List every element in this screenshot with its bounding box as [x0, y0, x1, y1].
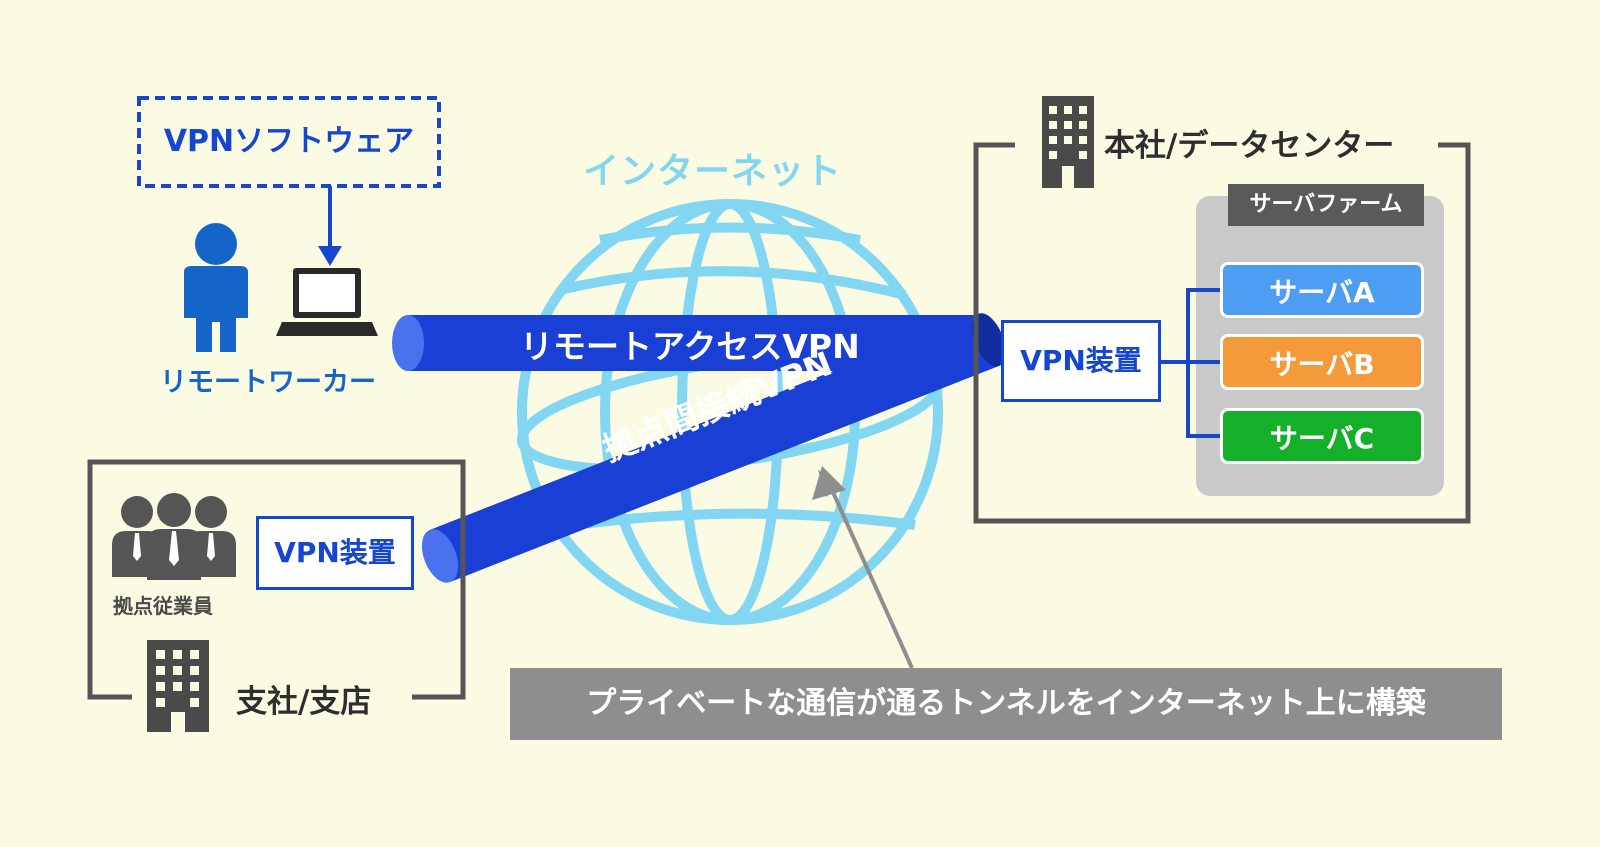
remote-worker-label: リモートワーカー [160, 367, 376, 398]
laptop-icon [276, 268, 378, 336]
hq-bracket [973, 142, 1471, 524]
internet-label: インターネット [583, 151, 843, 192]
hq-title: 本社/データセンター [1104, 128, 1395, 164]
caption-banner: プライベートな通信が通るトンネルをインターネット上に構築 [510, 668, 1502, 740]
server-b-box: サーバB [1220, 334, 1424, 390]
branch-vpn-device: VPN装置 [256, 516, 414, 590]
server-connector-lines [1160, 288, 1220, 438]
employees-icon [112, 493, 236, 580]
branch-bracket [87, 459, 466, 700]
server-c-box: サーバC [1220, 408, 1424, 464]
remote-access-vpn-label: リモートアクセスVPN [520, 327, 860, 366]
server-farm-label: サーバファーム [1228, 184, 1424, 226]
vpn-software-label: VPNソフトウェア [163, 124, 415, 159]
hq-vpn-device: VPN装置 [1001, 320, 1161, 402]
employees-label: 拠点従業員 [113, 594, 213, 618]
server-a-box: サーバA [1220, 262, 1424, 318]
hq-building-icon [1042, 96, 1094, 188]
arrow-down-icon [318, 246, 342, 266]
branch-building-icon [147, 640, 209, 732]
person-icon [184, 223, 248, 352]
vpn-software-box [137, 96, 441, 188]
branch-title: 支社/支店 [236, 684, 372, 720]
site-to-site-tunnel [421, 313, 1006, 583]
